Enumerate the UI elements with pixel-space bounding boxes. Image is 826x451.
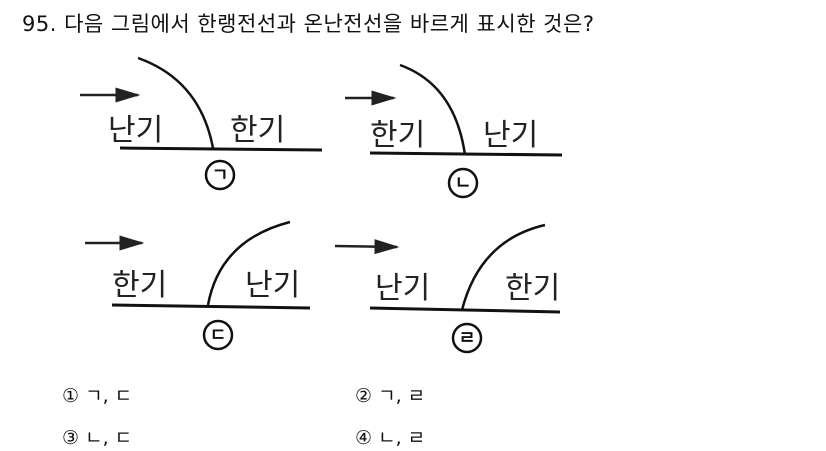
option-4[interactable]: ④ ㄴ, ㄹ [355,423,425,450]
ground-line [369,306,561,314]
front-curve [399,63,467,156]
option-number: ③ [62,427,80,449]
question-text: 95. 다음 그림에서 한랭전선과 온난전선을 바르게 표시한 것은? [22,8,594,38]
figure-d: 난기 한기 ㄹ [334,223,561,354]
ground-line [369,151,563,157]
option-text: ㄱ, ㄷ [85,385,133,407]
ground-line [119,146,323,152]
option-text: ㄴ, ㄹ [378,427,426,449]
left-air-label: 난기 [108,113,163,148]
ground-line [111,303,311,310]
left-air-label: 한기 [112,268,167,303]
right-air-label: 난기 [483,118,538,153]
figure-mark: ㄷ [210,325,227,346]
option-number: ② [355,385,373,407]
right-air-label: 난기 [245,268,300,303]
figure-b: 한기 난기 ㄴ [345,63,563,199]
left-air-label: 난기 [375,271,430,306]
figure-mark: ㄹ [459,328,476,349]
figure-mark: ㄴ [455,173,472,194]
option-text: ㄴ, ㄷ [85,427,133,449]
figure-mark: ㄱ [212,165,229,186]
front-curve [460,223,546,311]
mark-circle [204,159,236,191]
right-air-label: 한기 [230,113,285,148]
front-curve [206,220,291,306]
mark-circle [447,167,479,199]
right-air-label: 한기 [505,271,560,306]
option-number: ① [62,385,80,407]
mark-circle [202,319,234,351]
option-text: ㄱ, ㄹ [378,385,426,407]
figure-a: 난기 한기 ㄱ [80,56,323,191]
question-number: 95. [22,12,57,36]
option-3[interactable]: ③ ㄴ, ㄷ [62,423,132,450]
option-2[interactable]: ② ㄱ, ㄹ [355,381,425,408]
left-air-label: 한기 [370,118,425,153]
figure-c: 한기 난기 ㄷ [85,220,311,351]
option-number: ④ [355,427,373,449]
mark-circle [451,322,483,354]
wind-arrow [334,239,400,255]
front-curve [137,56,215,149]
option-1[interactable]: ① ㄱ, ㄷ [62,381,132,408]
question-body: 다음 그림에서 한랭전선과 온난전선을 바르게 표시한 것은? [64,12,595,36]
